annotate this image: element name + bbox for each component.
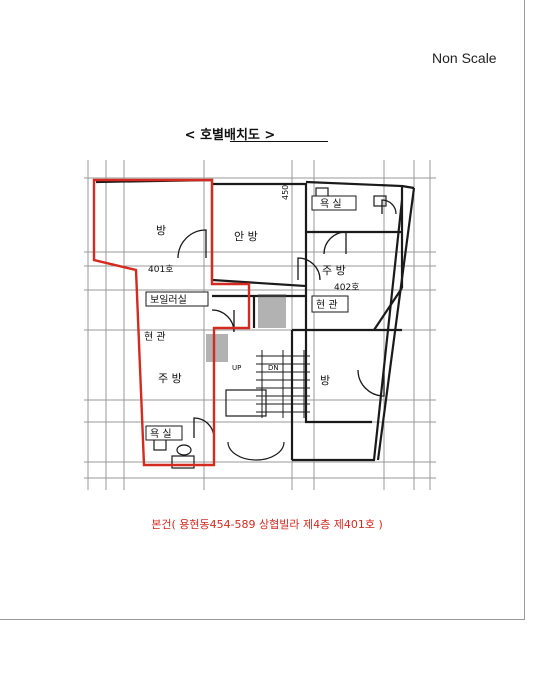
- plan-title: < 호별배치도 >: [0, 124, 460, 143]
- room-yoksil-bottom-left: 욕 실: [150, 428, 172, 440]
- room-anbang: 안 방: [234, 230, 258, 243]
- scale-note: Non Scale: [432, 50, 497, 66]
- building-walls: [95, 178, 416, 462]
- room-bang-top-left: 방: [156, 224, 166, 237]
- stair-treads: [256, 350, 310, 418]
- room-yoksil-top-right: 욕 실: [320, 198, 342, 210]
- plan-title-underline: [230, 141, 328, 142]
- page-frame: [0, 0, 525, 620]
- room-boiler: 보일러실: [150, 294, 187, 306]
- room-bang-right: 방: [320, 374, 330, 387]
- room-hyeongwan-left: 현 관: [144, 331, 166, 343]
- stair-dn-label: DN: [268, 364, 279, 372]
- dimension-mark: 450: [281, 185, 290, 200]
- plan-title-text: < 호별배치도 >: [184, 128, 276, 143]
- room-hyeongwan-center: 현 관: [316, 299, 338, 311]
- doors: [177, 199, 397, 439]
- fixtures: [153, 187, 387, 469]
- floor-plan: 방 안 방 욕 실 주 방 보일러실 현 관 현 관 주 방 방 욕 실 401…: [84, 160, 436, 490]
- room-jubang-left: 주 방: [158, 372, 182, 385]
- bath-label-box-top: [311, 195, 357, 211]
- unit-401-label: 401호: [148, 264, 173, 275]
- entry-tile-center: [258, 294, 286, 328]
- stair-up-label: UP: [232, 364, 241, 372]
- boiler-room-box: [145, 291, 209, 307]
- caption: 본건( 용현동454-589 상협빌라 제4층 제401호 ): [151, 518, 383, 531]
- entry-label-box: [311, 295, 349, 313]
- entry-tile-left: [206, 334, 228, 362]
- unit-401-outline: [92, 178, 251, 467]
- room-jubang-right: 주 방: [322, 264, 346, 277]
- unit-402-label: 402호: [334, 282, 359, 293]
- bath-label-box-bottom: [145, 425, 183, 441]
- background-grid: [84, 160, 436, 490]
